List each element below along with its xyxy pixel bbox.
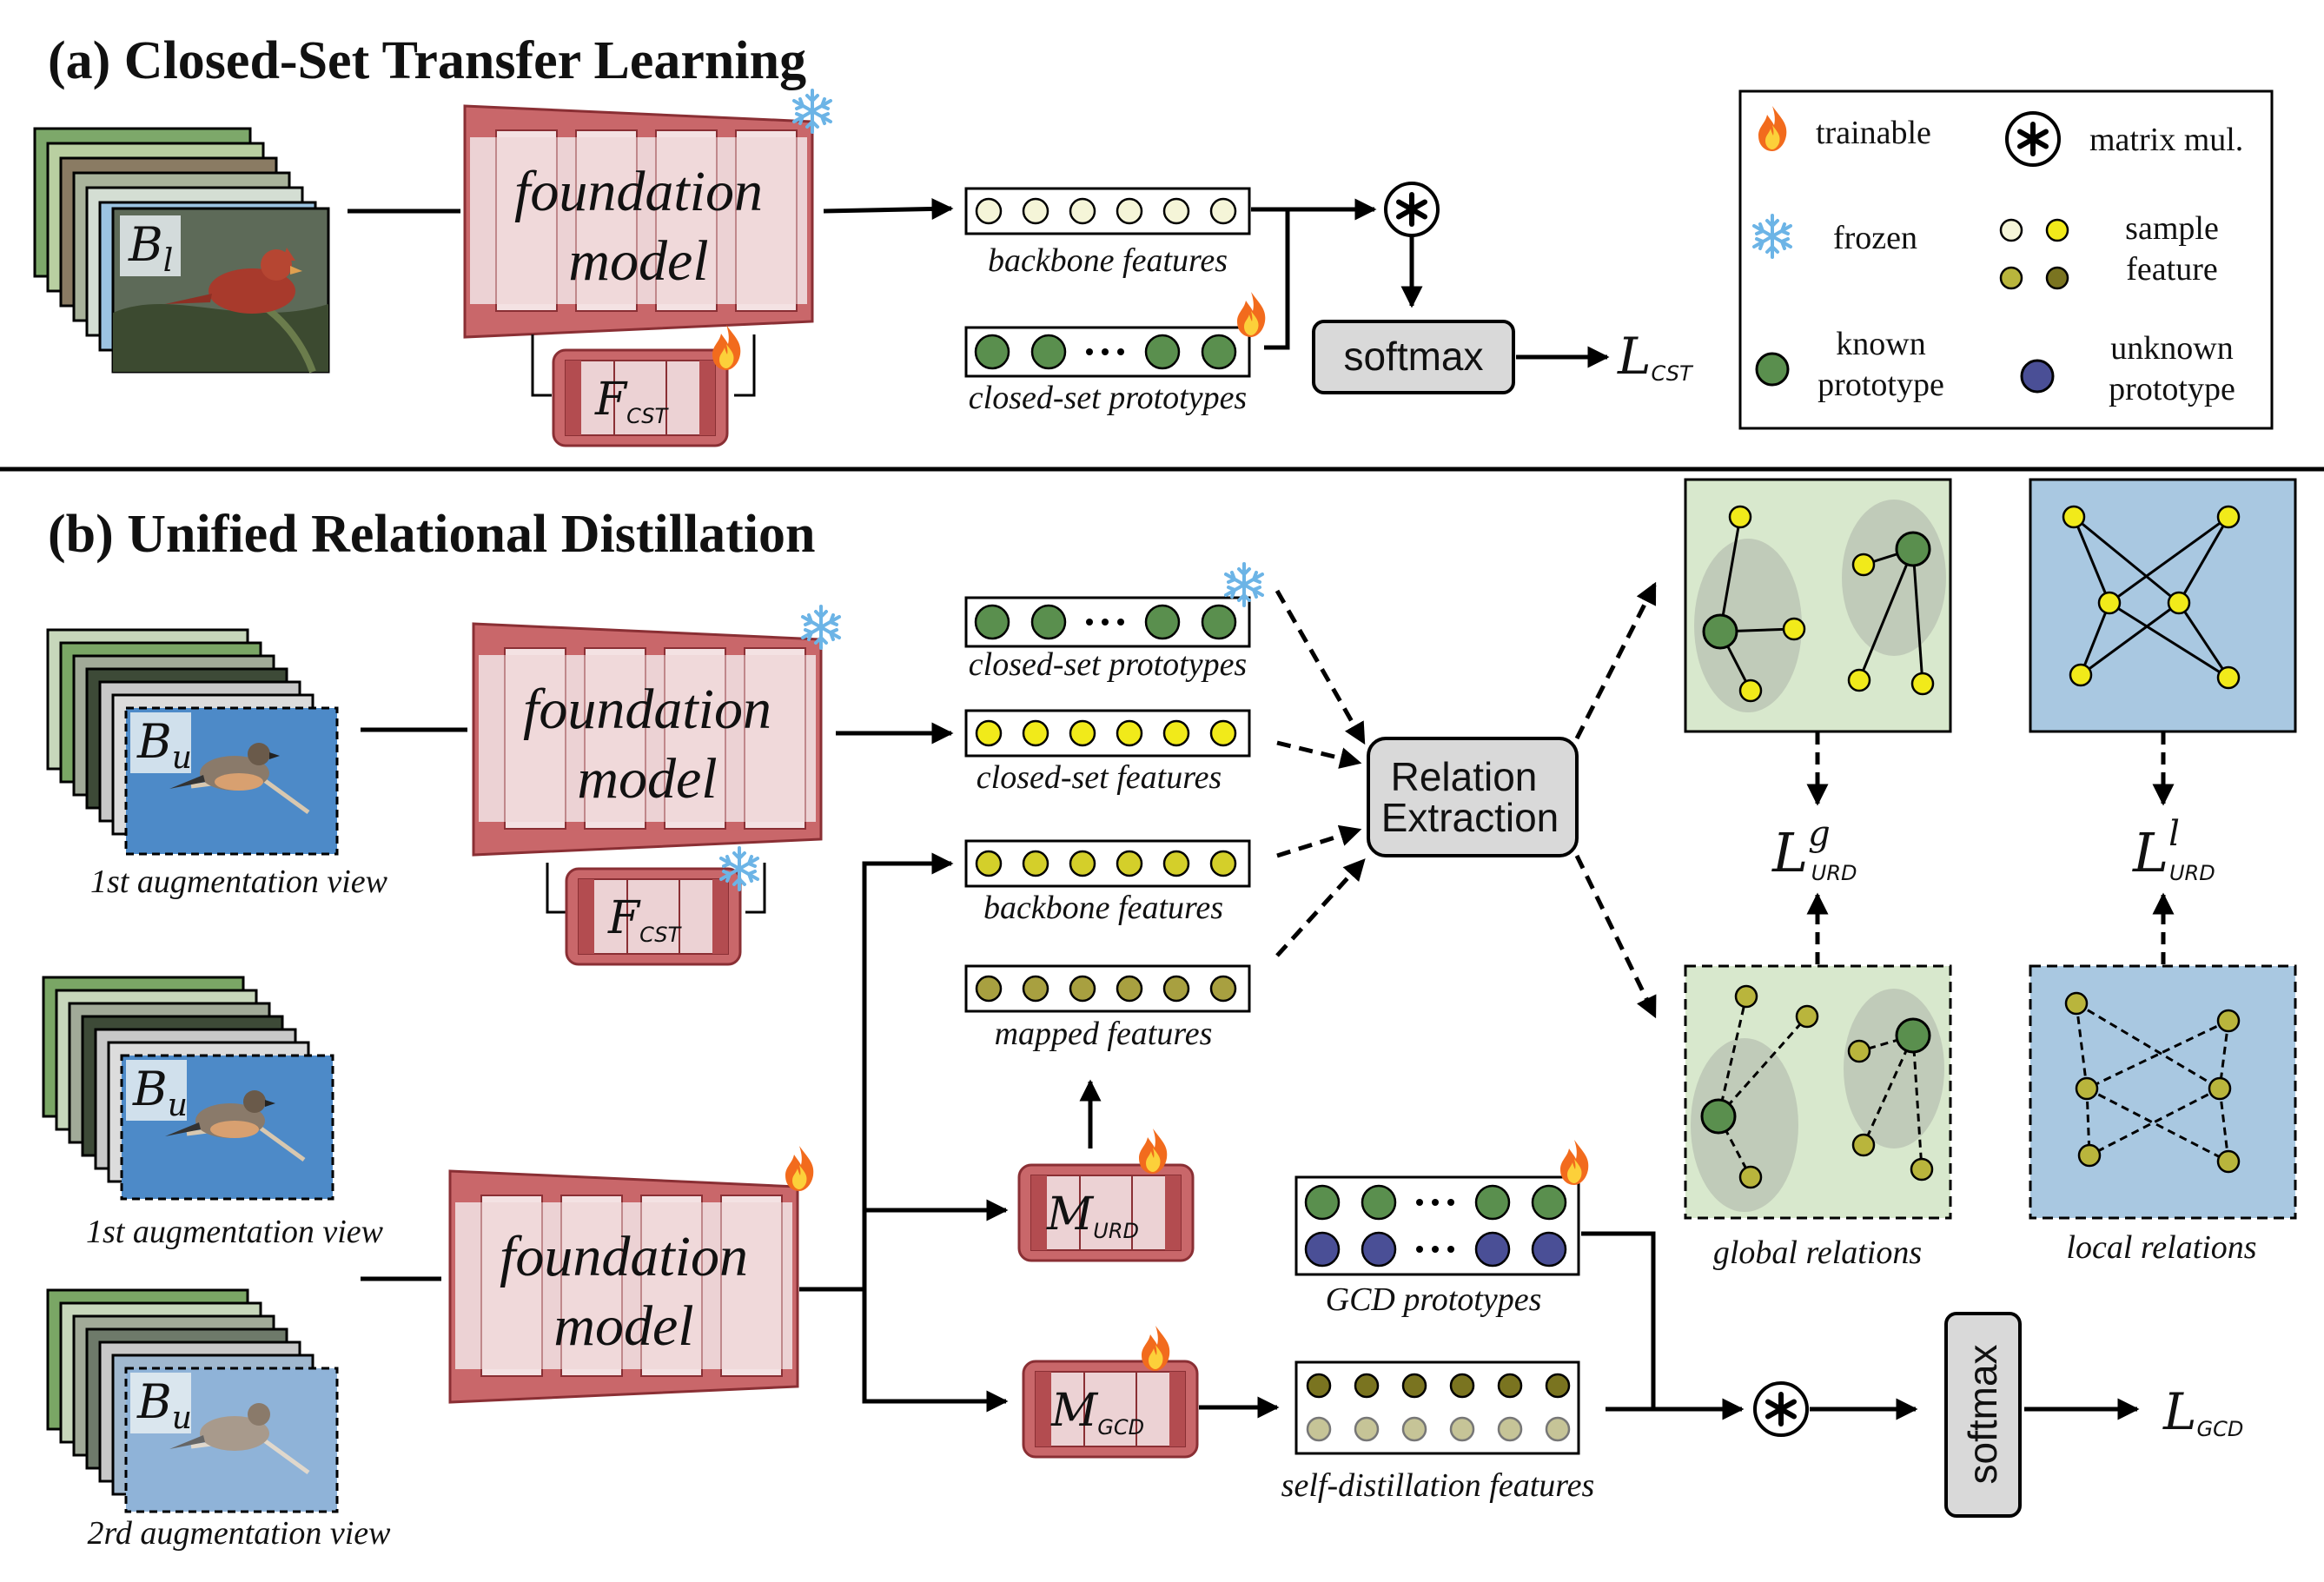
svg-text:foundation: foundation [514,160,763,223]
legend-known-line2: prototype [1817,367,1944,403]
backbone-features-b [964,839,1251,888]
svg-text:model: model [553,1294,693,1358]
fcst-bracket-a [531,334,552,397]
label-view2: 2rd augmentation view [88,1515,392,1552]
unlabeled-image-stack-3: Bu [46,1288,339,1513]
softmax-box-b [1944,1312,2022,1518]
fcst-module-a: FCST [552,348,729,447]
relation-extraction-line1: Relation [1391,754,1538,799]
closed-set-prototypes-a [964,326,1251,378]
label-self-distillation-features: self-distillation features [1281,1467,1595,1504]
legend-known-line1: known [1836,326,1925,362]
fire-icon [1560,1140,1589,1185]
label-mapped-features: mapped features [995,1016,1213,1052]
fire-icon [1142,1326,1170,1371]
legend-sample-line2: feature [2126,251,2217,288]
softmax-box-a [1312,320,1515,394]
legend-sample-line1: sample [2125,210,2219,247]
label-backbone-features-a: backbone features [988,242,1228,279]
label-closed-set-prototypes-a: closed-set prototypes [969,380,1247,416]
label-closed-set-features: closed-set features [977,759,1222,796]
foundation-model-a: foundation model [463,104,814,339]
svg-text:FCST: FCST [607,892,683,947]
svg-text:model: model [577,747,717,811]
svg-text:foundation: foundation [523,678,771,741]
svg-text:FCST: FCST [594,374,670,428]
local-relation-panel-top [2029,478,2297,733]
label-local-relations: local relations [2066,1229,2256,1266]
label-closed-set-prototypes-b: closed-set prototypes [969,646,1247,683]
foundation-model-b-trainable: foundation model [448,1169,799,1404]
mgcd-module: MGCD [1022,1360,1199,1459]
label-view1-bottom: 1st augmentation view [86,1214,384,1250]
relation-extraction-line2: Extraction [1381,795,1559,840]
unlabeled-batch-label-3: Bu [136,1374,192,1436]
legend-trainable: trainable [1816,115,1931,151]
local-relation-panel-bottom [2029,964,2297,1220]
fcst-module-b: FCST [565,867,742,966]
svg-text:foundation: foundation [500,1225,748,1288]
svg-text:model: model [568,229,708,293]
murd-module: MURD [1017,1163,1195,1262]
svg-text:MGCD: MGCD [1050,1385,1144,1440]
matmul-icon [1755,1383,1807,1435]
global-relation-panel-bottom [1684,964,1952,1220]
label-backbone-features-b: backbone features [983,890,1223,926]
unlabeled-image-stack-2: Bu [42,976,334,1201]
fire-icon [712,325,741,370]
title-closed-set-transfer: (a) Closed-Set Transfer Learning [48,31,806,90]
svg-text:MURD: MURD [1046,1188,1139,1243]
label-gcd-prototypes: GCD prototypes [1326,1281,1542,1318]
label-global-relations: global relations [1713,1234,1922,1271]
matmul-icon [2007,113,2059,165]
loss-gcd: LGCD [2162,1382,2243,1441]
labeled-batch-label: Bl [128,217,173,279]
mapped-features [964,964,1251,1013]
legend-unknown-line2: prototype [2109,371,2235,407]
unlabeled-image-stack-1: Bu [46,628,339,856]
labeled-image-stack: Bl [33,127,330,374]
unlabeled-batch-label-1: Bu [136,714,192,776]
title-unified-relational-distillation: (b) Unified Relational Distillation [48,505,816,564]
closed-set-prototypes-b [964,596,1251,648]
relation-extraction-box [1367,737,1579,857]
unlabeled-batch-label-2: Bu [132,1062,188,1123]
relation-inputs [1275,581,1658,1019]
softmax-label-b: softmax [1960,1344,2005,1484]
loss-cst: LCST [1617,327,1694,386]
fire-icon [1237,292,1266,337]
legend: trainable matrix mul. frozen sample feat… [1738,89,2274,430]
matmul-icon [1386,183,1438,235]
gcd-prototypes [1294,1175,1580,1276]
closed-set-features [964,709,1251,758]
legend-frozen: frozen [1833,220,1917,256]
softmax-label-a: softmax [1343,334,1483,379]
fire-icon [1139,1129,1168,1174]
foundation-model-b-frozen: foundation model [472,622,823,857]
self-distillation-features [1294,1360,1580,1455]
legend-unknown-line1: unknown [2110,330,2233,367]
label-view1-top: 1st augmentation view [90,864,388,900]
backbone-features-a [964,187,1251,235]
fire-icon [785,1146,814,1191]
global-relation-panel-top [1684,478,1952,733]
legend-matmul: matrix mul. [2089,122,2243,158]
